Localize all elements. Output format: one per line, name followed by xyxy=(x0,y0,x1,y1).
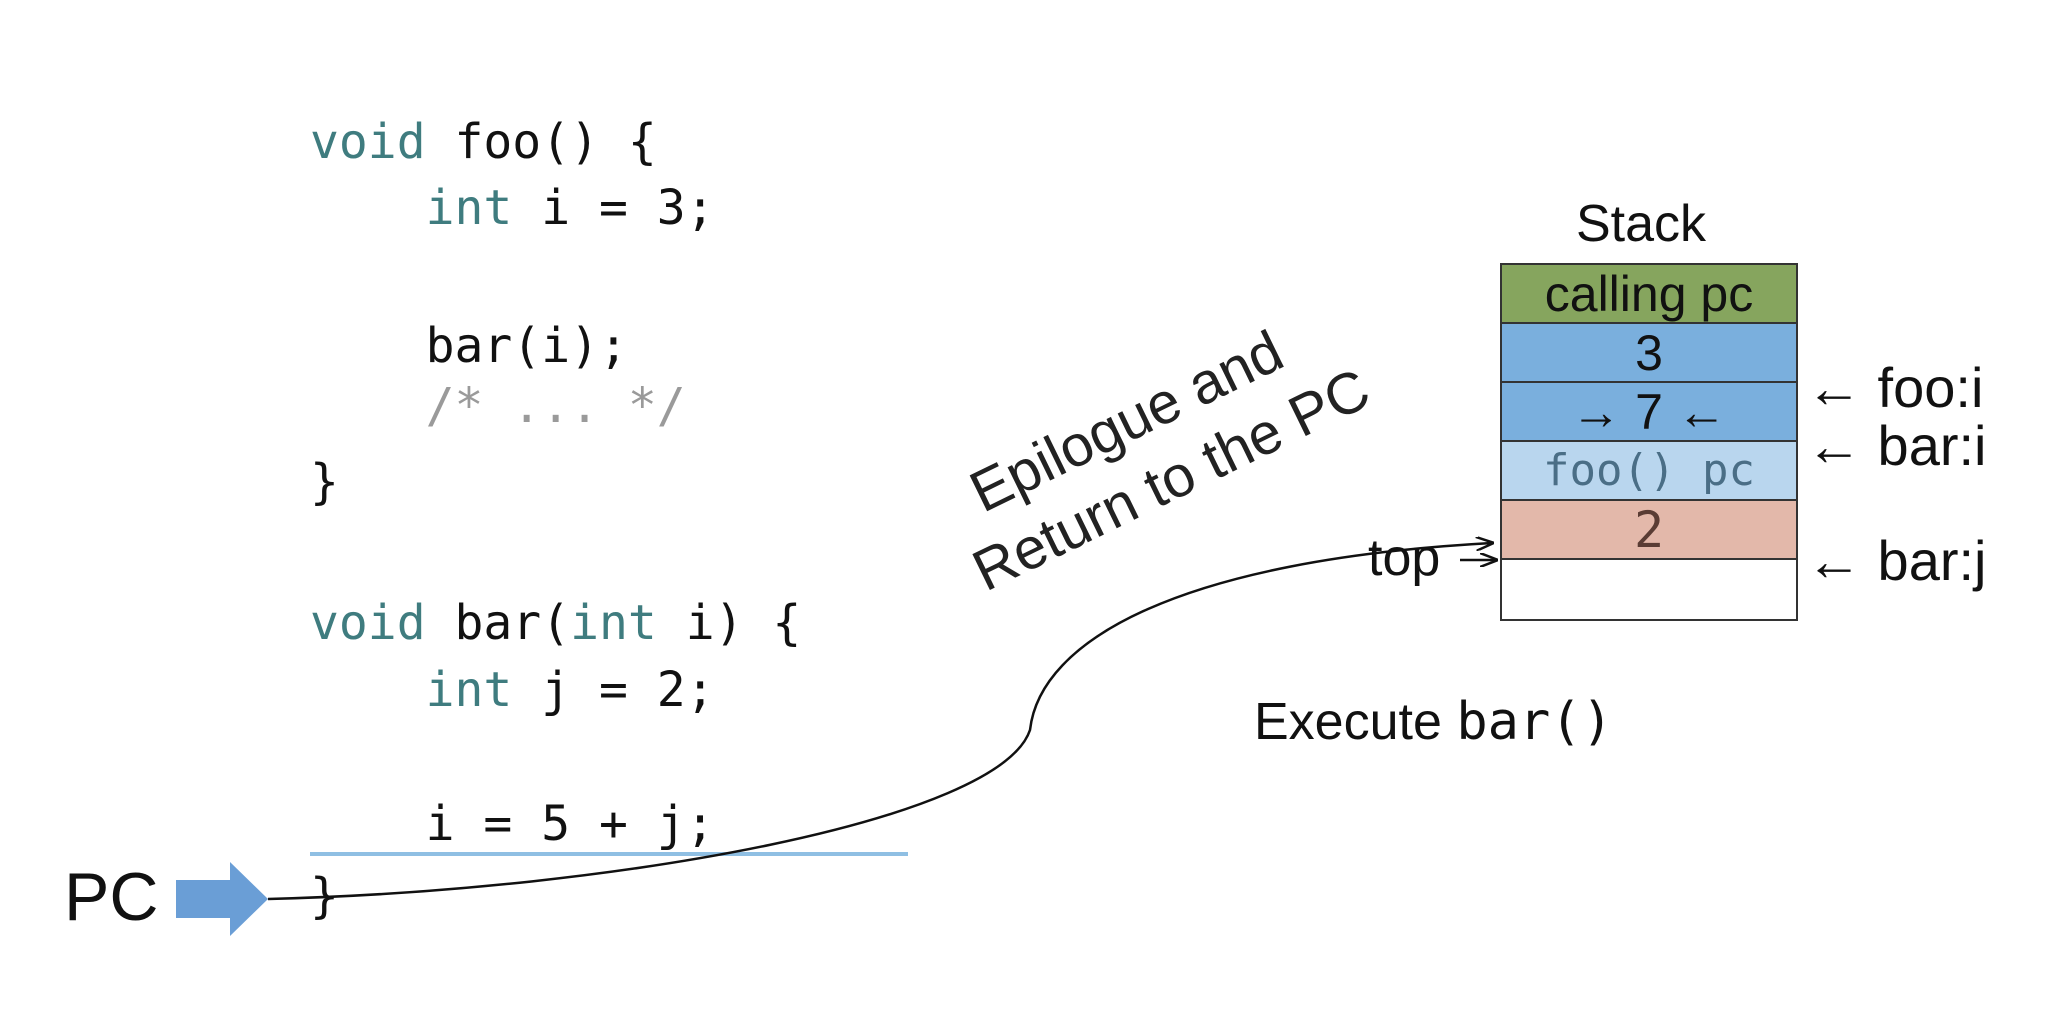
stack-cell-bar-i: → 7 ← xyxy=(1502,383,1796,442)
code-token: i = 3; xyxy=(512,180,715,236)
return-curve-arrow xyxy=(267,543,1492,901)
pc-arrow-icon xyxy=(176,862,268,936)
execute-code: bar() xyxy=(1456,692,1613,752)
code-line: void bar(int i) { xyxy=(310,593,801,653)
code-token: int xyxy=(425,180,513,236)
pc-label: PC xyxy=(64,859,159,935)
code-token: foo() { xyxy=(425,114,657,170)
code-line: /* ... */ xyxy=(310,376,686,436)
label-bar-j: ← bar:j xyxy=(1806,529,1987,592)
stack-diagram: calling pc 3 → 7 ← foo() pc 2 xyxy=(1500,263,1798,621)
stack-title: Stack xyxy=(1576,195,1707,253)
code-token: void xyxy=(310,595,426,651)
code-token: void xyxy=(310,114,426,170)
code-line: void foo() { xyxy=(310,112,657,172)
label-bar-i: ← bar:i xyxy=(1806,414,1987,477)
code-token: } xyxy=(310,454,339,510)
code-token: bar( xyxy=(425,595,571,651)
code-block: void foo() { int i = 3; bar(i); /* ... *… xyxy=(0,0,801,924)
code-line: bar(i); xyxy=(310,316,628,376)
code-line: int i = 3; xyxy=(310,178,715,238)
stack-cell-bar-j: 2 xyxy=(1502,501,1796,560)
label-foo-i: ← foo:i xyxy=(1806,356,1984,419)
code-token: int xyxy=(425,662,513,718)
code-line: int j = 2; xyxy=(310,660,715,720)
code-token: i = 5 + j; xyxy=(310,796,715,852)
stack-cell-foo-pc: foo() pc xyxy=(1502,442,1796,501)
code-line: } xyxy=(310,452,339,512)
code-token: bar(i); xyxy=(310,318,628,374)
code-token: i) { xyxy=(656,595,802,651)
code-token: /* ... */ xyxy=(425,378,686,434)
stack-cell-calling-pc: calling pc xyxy=(1502,265,1796,324)
label-top: top xyxy=(1368,529,1441,587)
stack-cell-foo-i: 3 xyxy=(1502,324,1796,383)
code-token: j = 2; xyxy=(512,662,715,718)
code-token: int xyxy=(570,595,657,651)
execute-caption: Execute bar() xyxy=(1254,692,1613,752)
code-line: i = 5 + j; xyxy=(310,794,715,854)
stack-cell-empty xyxy=(1502,560,1796,619)
execute-text: Execute xyxy=(1254,693,1457,751)
